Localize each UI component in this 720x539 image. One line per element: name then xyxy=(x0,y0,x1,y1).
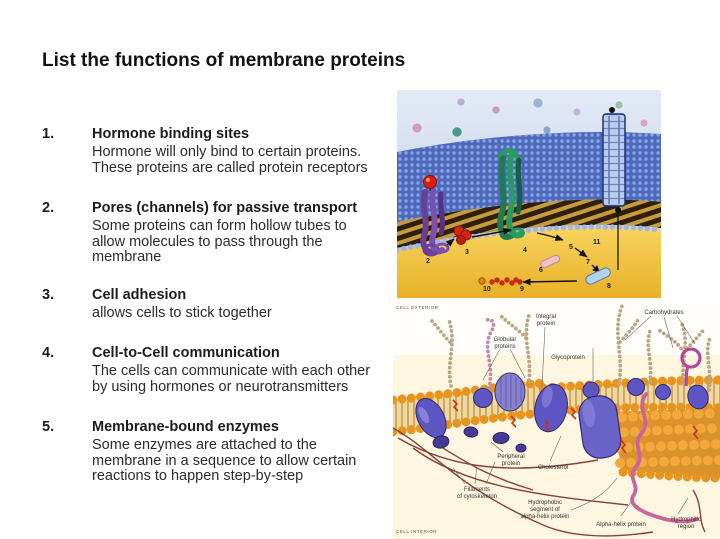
item-heading: Pores (channels) for passive transport xyxy=(92,200,358,216)
label-leader-lines xyxy=(452,315,696,517)
item-number: 1. xyxy=(42,126,55,142)
list-item-3: 3. Cell adhesion allows cells to stick t… xyxy=(42,287,402,322)
fluid-mosaic-model-diagram: CELL EXTERIOR Globular proteins Integral… xyxy=(393,300,720,539)
hydrophilic-region-label: region xyxy=(678,524,695,530)
peripheral-protein-shapes xyxy=(432,426,527,453)
lipid-cut-face xyxy=(606,408,720,483)
step-number: 2 xyxy=(426,258,430,265)
integral-protein-label: Integral xyxy=(536,314,556,320)
list-item-1: 1. Hormone binding sites Hormone will on… xyxy=(42,126,402,176)
peripheral-protein-label: Peripheral xyxy=(497,454,524,460)
cholesterol-label: Cholesterol xyxy=(538,465,568,471)
membrane-surface xyxy=(397,132,661,222)
step-number: 3 xyxy=(465,249,469,256)
list-item-5: 5. Membrane-bound enzymes Some enzymes a… xyxy=(42,419,402,485)
item-number: 4. xyxy=(42,345,55,361)
list-item-2: 2. Pores (channels) for passive transpor… xyxy=(42,200,402,266)
step-number: 11 xyxy=(593,239,601,246)
item-number: 5. xyxy=(42,419,55,435)
item-number: 2. xyxy=(42,200,55,216)
list-item-4: 4. Cell-to-Cell communication The cells … xyxy=(42,345,402,395)
alpha-helix-protein-shape xyxy=(630,392,699,524)
step-number: 6 xyxy=(539,267,543,274)
hydrophobic-segment-label: segment of xyxy=(530,507,560,513)
filaments-label: Filaments xyxy=(464,487,490,493)
item-heading: Hormone binding sites xyxy=(92,126,250,142)
item-heading: Cell-to-Cell communication xyxy=(92,345,280,361)
item-heading: Cell adhesion xyxy=(92,287,187,303)
carbohydrates-label: Carbohydrates xyxy=(644,310,683,316)
released-molecules xyxy=(453,225,472,245)
step-number: 9 xyxy=(520,286,524,293)
globular-protein-label: Globular xyxy=(494,337,517,343)
item-text-line: Some enzymes are attached to the xyxy=(92,437,317,453)
step-number: 8 xyxy=(607,283,611,290)
item-text-line: by using hormones or neurotransmitters xyxy=(92,378,349,395)
step-number: 5 xyxy=(569,244,573,251)
bead-chain xyxy=(489,277,523,286)
hydrophobic-segment-label: Hydrophobic xyxy=(528,500,562,506)
green-channel-protein xyxy=(497,148,525,240)
step-number: 10 xyxy=(483,286,491,293)
magenta-carbohydrate-curl xyxy=(680,347,702,387)
page-title: List the functions of membrane proteins xyxy=(42,50,406,71)
item-text-line: reactions to happen step-by-step xyxy=(92,468,304,484)
glycoprotein-label: Glycoprotein xyxy=(551,355,585,361)
inner-pearl-row xyxy=(397,224,661,253)
item-text-line: The cells can communicate with each othe… xyxy=(92,363,371,379)
globular-protein-label: proteins xyxy=(494,344,515,350)
small-transport-molecules xyxy=(478,254,611,286)
item-text-line: allow molecules to pass through the xyxy=(92,233,323,250)
hydrophilic-region-label: Hydrophilic xyxy=(671,517,701,523)
membrane-proteins xyxy=(415,372,709,459)
item-text-line: These proteins are called protein recept… xyxy=(92,159,368,176)
item-number: 3. xyxy=(42,287,55,303)
item-text-line: Some proteins can form hollow tubes to xyxy=(92,218,347,234)
filaments-label: of cytoskeleton xyxy=(457,494,497,500)
item-heading: Membrane-bound enzymes xyxy=(92,419,279,435)
globular-protein-shape xyxy=(494,372,526,412)
glycoprotein-chain xyxy=(483,317,496,390)
item-text-line: membrane xyxy=(92,249,162,265)
cell-exterior-label: CELL EXTERIOR xyxy=(396,305,439,310)
item-text-line: allows cells to stick together xyxy=(92,305,272,321)
peripheral-protein-label: protein xyxy=(502,461,520,467)
alpha-helix-label: Alpha-helix protein xyxy=(596,522,646,528)
membrane-transport-illustration: 2 3 4 5 6 7 8 9 10 11 xyxy=(397,90,661,298)
hydrophobic-segment-label: alpha-helix protein xyxy=(520,514,569,520)
item-text-line: membrane in a sequence to allow certain xyxy=(92,452,357,469)
integral-protein-shape xyxy=(534,383,568,433)
item-text-line: Hormone will only bind to certain protei… xyxy=(92,144,362,160)
step-number: 7 xyxy=(586,259,590,266)
step-number: 4 xyxy=(523,247,527,254)
step-numbers: 2 3 4 5 6 7 8 9 10 11 xyxy=(426,239,611,293)
cholesterol-marks xyxy=(452,399,699,454)
ladder-transport-protein xyxy=(602,107,626,270)
cell-interior-label: CELL INTERIOR xyxy=(396,529,437,534)
hormone-molecule xyxy=(423,175,437,189)
integral-protein-label: protein xyxy=(537,321,555,327)
